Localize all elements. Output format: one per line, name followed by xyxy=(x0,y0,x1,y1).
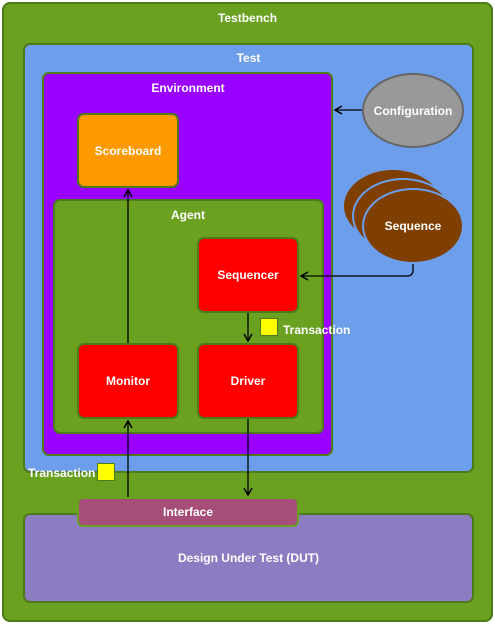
transaction-outer-label: Transaction xyxy=(28,466,96,480)
configuration-ellipse: Configuration xyxy=(362,73,464,148)
sequencer-block: Sequencer xyxy=(197,237,299,313)
test-label: Test xyxy=(236,51,261,65)
interface-label: Interface xyxy=(162,505,214,519)
transaction-square-inner xyxy=(260,318,278,336)
sequence-ellipse-front: Sequence xyxy=(362,188,464,264)
agent-label: Agent xyxy=(171,208,205,222)
driver-label: Driver xyxy=(230,374,266,388)
monitor-block: Monitor xyxy=(77,343,179,419)
dut-label: Design Under Test (DUT) xyxy=(177,551,320,565)
sequencer-label: Sequencer xyxy=(217,268,279,282)
testbench-label: Testbench xyxy=(217,11,278,25)
configuration-label: Configuration xyxy=(373,103,453,118)
transaction-square-outer xyxy=(97,463,115,481)
driver-block: Driver xyxy=(197,343,299,419)
interface-block: Interface xyxy=(77,497,299,527)
scoreboard-block: Scoreboard xyxy=(77,113,179,188)
dut-block: Design Under Test (DUT) xyxy=(23,513,474,603)
environment-label: Environment xyxy=(151,81,225,95)
monitor-label: Monitor xyxy=(106,374,150,388)
transaction-inner-label: Transaction xyxy=(283,323,351,337)
sequence-label: Sequence xyxy=(384,219,442,233)
scoreboard-label: Scoreboard xyxy=(94,143,162,158)
